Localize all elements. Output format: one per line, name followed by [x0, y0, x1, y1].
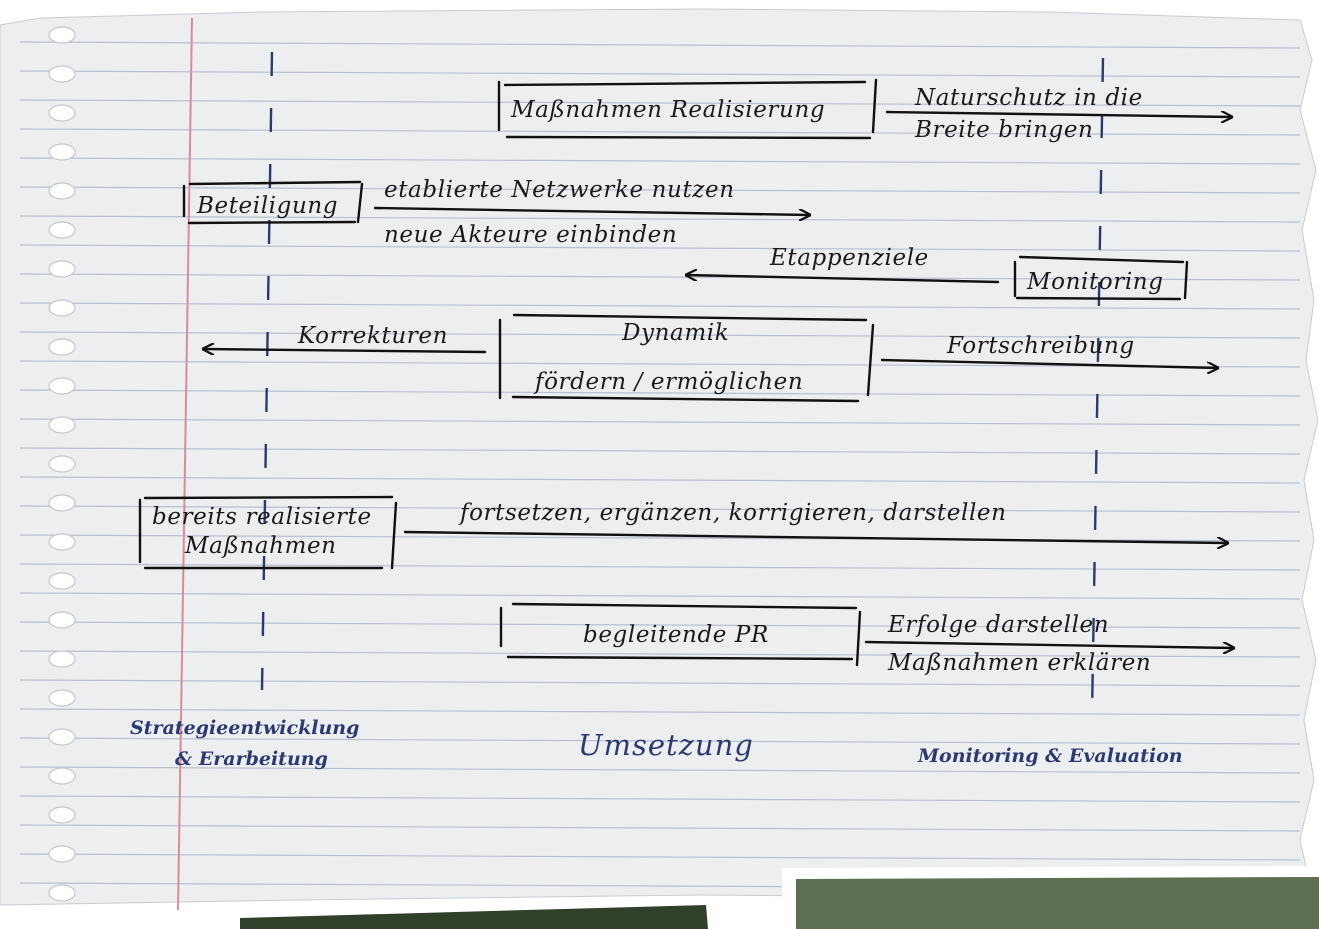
binder-hole	[48, 767, 76, 785]
binder-hole	[48, 260, 76, 278]
fortsetzen-label: fortsetzen, ergänzen, korrigieren, darst…	[458, 500, 1007, 526]
arrow-netzwerke	[373, 206, 812, 215]
box-massnahmen-realisierung: Maßnahmen Realisierung	[497, 78, 878, 140]
ruled-line	[19, 737, 1301, 745]
binder-hole	[48, 299, 76, 317]
ruled-line	[19, 215, 1301, 223]
binder-hole	[48, 221, 76, 239]
ruled-line	[19, 331, 1301, 339]
ruled-line	[19, 41, 1301, 49]
box-dynamik: Dynamik fördern / ermöglichen	[498, 313, 875, 403]
ruled-line	[19, 128, 1301, 136]
erfolge-label-2: Maßnahmen erklären	[887, 650, 1151, 676]
netzwerke-label-1: etablierte Netzwerke nutzen	[384, 177, 735, 203]
binder-hole	[48, 728, 76, 746]
naturschutz-label-2: Breite bringen	[914, 117, 1093, 143]
ruled-line	[19, 70, 1301, 78]
phase-strategy-line2: & Erarbeitung	[175, 748, 328, 770]
binder-hole	[48, 611, 76, 629]
dynamik-label-2: fördern / ermöglichen	[533, 369, 803, 395]
binder-hole	[48, 884, 76, 902]
ruled-line	[19, 244, 1301, 252]
binder-hole	[48, 845, 76, 863]
arrow-korrekturen	[201, 349, 487, 352]
binder-hole	[48, 533, 76, 551]
ruled-line	[19, 650, 1301, 658]
ruled-line	[19, 853, 1301, 861]
erfolge-label-1: Erfolge darstellen	[887, 612, 1109, 638]
binder-holes	[48, 26, 76, 902]
naturschutz-label-1: Naturschutz in die	[914, 85, 1143, 111]
binder-hole	[48, 377, 76, 395]
notebook-paper	[0, 8, 1319, 906]
monitoring-box-label: Monitoring	[1026, 269, 1164, 295]
binder-hole	[48, 494, 76, 512]
box-bereits-realisierte: bereits realisierte Maßnahmen	[138, 495, 398, 570]
ruled-line	[19, 157, 1301, 165]
netzwerke-label-2: neue Akteure einbinden	[384, 222, 677, 248]
ruled-line	[19, 766, 1301, 774]
margin-line	[177, 17, 193, 911]
binder-hole	[48, 182, 76, 200]
ruled-line	[19, 476, 1301, 484]
ruled-line	[19, 592, 1301, 600]
bereits-label-1: bereits realisierte	[152, 504, 372, 530]
ruled-line	[19, 795, 1301, 803]
binder-hole	[48, 104, 76, 122]
phase-implementation: Umsetzung	[578, 728, 754, 762]
binder-hole	[48, 65, 76, 83]
ruled-line	[19, 563, 1301, 571]
ruled-line	[19, 186, 1301, 194]
binder-hole	[48, 416, 76, 434]
box-beteiligung: Beteiligung	[182, 180, 364, 225]
binder-hole	[48, 143, 76, 161]
dynamik-label-1: Dynamik	[621, 320, 729, 346]
phase-strategy-line1: Strategieentwicklung	[130, 717, 359, 739]
ruled-lines	[19, 41, 1301, 890]
binder-hole	[48, 338, 76, 356]
ruled-line	[19, 99, 1301, 107]
ruled-line	[19, 824, 1301, 832]
binder-hole	[48, 689, 76, 707]
binder-hole	[48, 806, 76, 824]
ruled-line	[19, 302, 1301, 310]
photo-right	[782, 866, 1319, 929]
arrow-fortsetzen	[403, 530, 1230, 543]
fortschreibung-label: Fortschreibung	[946, 333, 1135, 359]
box-monitoring: Monitoring	[1013, 255, 1189, 301]
ruled-line	[19, 389, 1301, 397]
ruled-line	[19, 418, 1301, 426]
begleitende-pr-label: begleitende PR	[583, 622, 769, 648]
arrow-etappenziele	[684, 275, 1000, 284]
ruled-line	[19, 447, 1301, 455]
massnahmen-realisierung-label: Maßnahmen Realisierung	[510, 97, 825, 123]
ruled-line	[19, 708, 1301, 716]
arrow-erfolge	[864, 640, 1236, 648]
binder-hole	[48, 455, 76, 473]
photo-left	[205, 897, 716, 929]
box-begleitende-pr: begleitende PR	[499, 602, 862, 667]
ruled-line	[19, 621, 1301, 629]
ruled-line	[19, 505, 1301, 513]
binder-hole	[48, 650, 76, 668]
beteiligung-label: Beteiligung	[196, 193, 338, 219]
binder-hole	[48, 26, 76, 44]
etappenziele-label: Etappenziele	[769, 245, 929, 271]
binder-hole	[48, 572, 76, 590]
phase-monitoring: Monitoring & Evaluation	[917, 745, 1183, 767]
arrow-fortschreibung	[880, 358, 1220, 368]
bereits-label-2: Maßnahmen	[184, 533, 337, 559]
korrekturen-label: Korrekturen	[297, 323, 448, 349]
arrow-naturschutz	[885, 110, 1234, 117]
ruled-line	[19, 679, 1301, 687]
ruled-line	[19, 273, 1301, 281]
